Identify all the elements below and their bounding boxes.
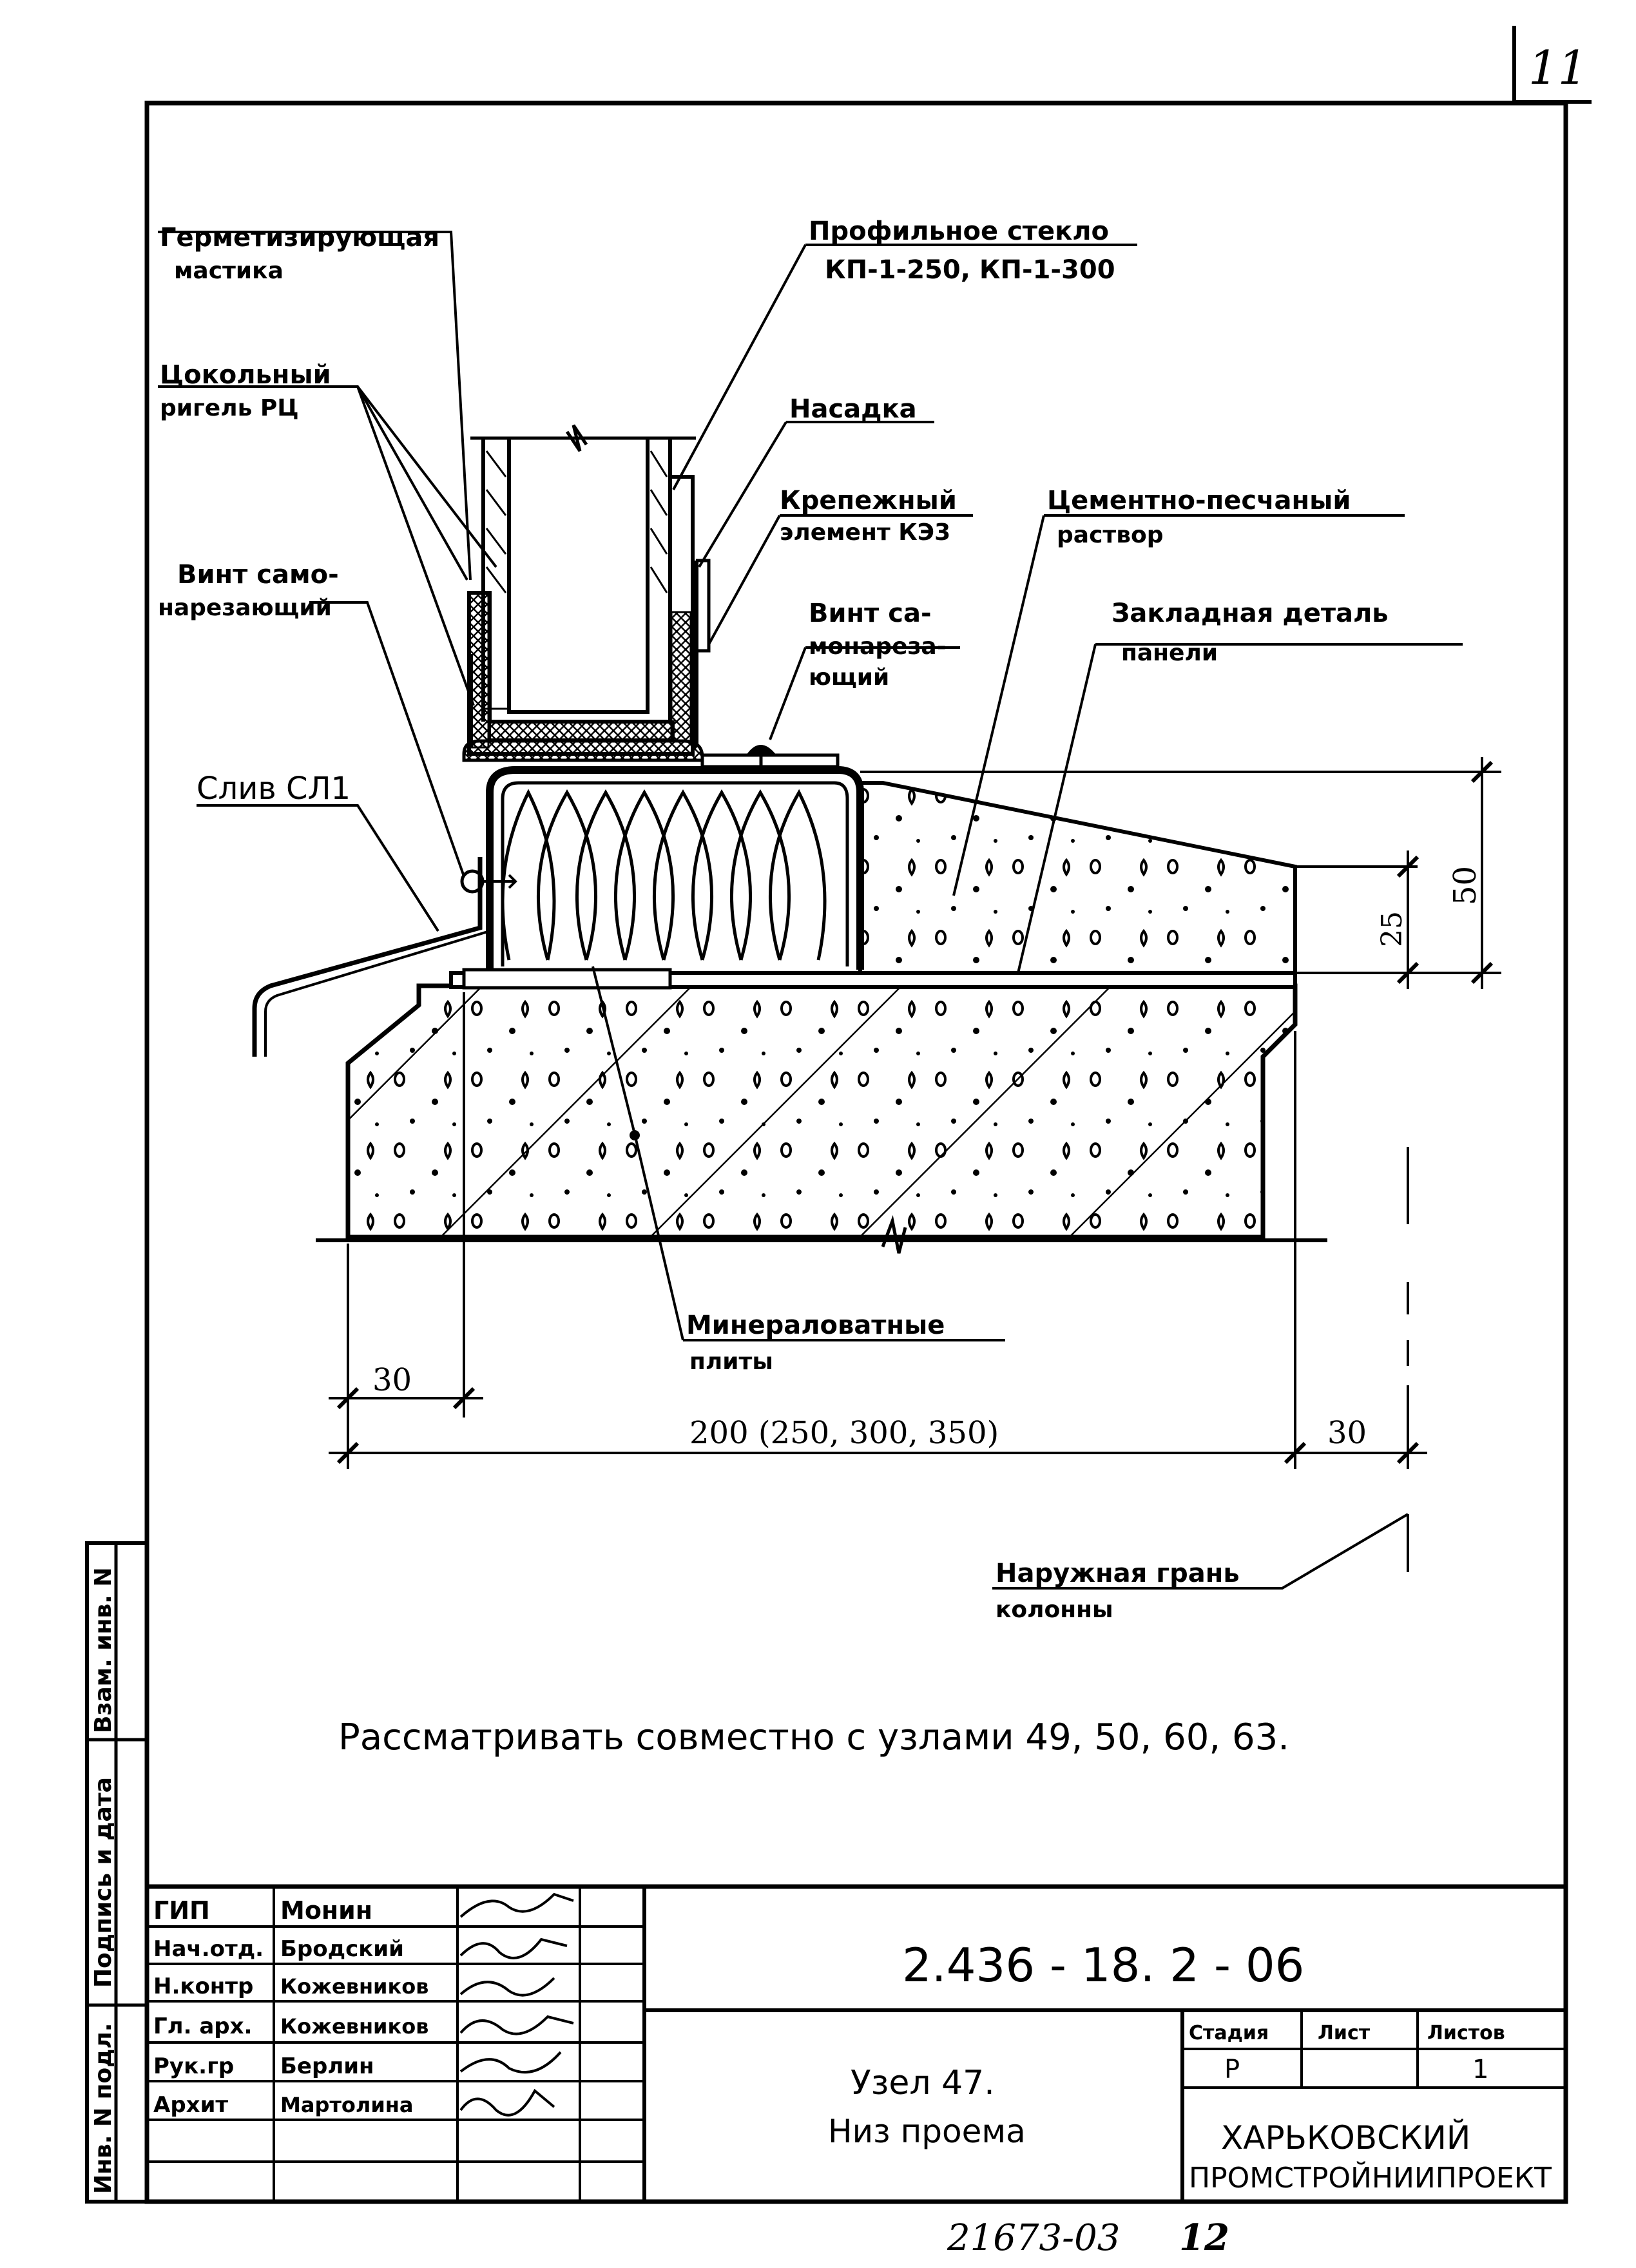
- name-2: Кожевников: [280, 1974, 428, 1999]
- role-2: Н.контр: [153, 1974, 253, 1999]
- dim-height-total: 50: [1447, 866, 1483, 905]
- stamp-inventory-original: Инв. N подл.: [90, 2023, 117, 2194]
- page-number: 11: [1528, 41, 1588, 95]
- dimension-values: 30 200 (250, 300, 350) 30 50 25: [372, 866, 1483, 1451]
- node-subtitle: Низ проема: [828, 2113, 1026, 2150]
- stamp-replaced-inventory: Взам. инв. N: [90, 1567, 117, 1733]
- dim-left-offset: 30: [372, 1362, 412, 1398]
- name-5: Мартолина: [280, 2093, 413, 2117]
- stage-header: Стадия: [1189, 2022, 1269, 2044]
- sheet-header: Лист: [1318, 2022, 1371, 2044]
- cross-reference-note: Рассматривать совместно с узлами 49, 50,…: [338, 1716, 1289, 1758]
- plinth-beam: [486, 745, 864, 970]
- role-3: Гл. арх.: [153, 2013, 252, 2039]
- signatures: [459, 1892, 574, 2117]
- dimension-ticks: [336, 760, 1494, 1465]
- dim-right-offset: 30: [1327, 1415, 1367, 1451]
- label-profile-glass-1: Профильное стекло: [809, 216, 1109, 246]
- role-0: ГИП: [153, 1896, 210, 1925]
- mineral-wool-loops: [501, 789, 827, 961]
- label-profile-glass-2: КП-1-250, КП-1-300: [825, 255, 1115, 285]
- role-5: Архит: [153, 2092, 228, 2118]
- stage-value: Р: [1224, 2055, 1240, 2084]
- title-block-text: ГИП Монин Нач.отд. Бродский Н.контр Коже…: [153, 1892, 1552, 2195]
- dimension-lines: [329, 757, 1501, 1572]
- label-drip: Слив СЛ1: [197, 771, 351, 807]
- label-fastening-1: Крепежный: [780, 486, 957, 515]
- role-1: Нач.отд.: [153, 1936, 264, 1962]
- title-block: [144, 1884, 1568, 2204]
- labels: Герметизирующая мастика Профильное стекл…: [158, 216, 1389, 1623]
- label-cement-mortar-2: раствор: [1057, 522, 1164, 548]
- sheets-value: 1: [1472, 2055, 1488, 2084]
- dim-height-partial: 25: [1376, 911, 1409, 947]
- label-outer-face-2: колонны: [996, 1597, 1113, 1623]
- label-sealing-mastic-2: мастика: [174, 258, 284, 284]
- document-code: 2.436 - 18. 2 - 06: [902, 1938, 1304, 1992]
- role-4: Рук.гр: [153, 2053, 234, 2079]
- name-3: Кожевников: [280, 2014, 428, 2039]
- label-cap: Насадка: [789, 394, 917, 424]
- page-number-box: 11: [1512, 26, 1592, 104]
- label-screw-right-1: Винт са-: [809, 599, 932, 628]
- side-stamp: Инв. N подл. Подпись и дата Взам. инв. N: [85, 1541, 149, 2204]
- name-0: Монин: [280, 1896, 372, 1925]
- glass-cap: [462, 424, 711, 762]
- label-mineral-wool-1: Минераловатные: [686, 1311, 945, 1340]
- label-plinth-beam-1: Цокольный: [160, 360, 331, 390]
- label-sealing-mastic-1: Герметизирующая: [160, 223, 439, 253]
- label-embedded-part-1: Закладная деталь: [1112, 599, 1389, 628]
- bottom-number: 21673-03: [947, 2217, 1120, 2259]
- organization-line2: ПРОМСТРОЙНИИПРОЕКТ: [1189, 2160, 1552, 2195]
- dim-width: 200 (250, 300, 350): [689, 1415, 999, 1451]
- label-screw-right-2: монареза-: [809, 633, 947, 660]
- node-title: Узел 47.: [851, 2064, 995, 2102]
- section-drawing: [158, 231, 1501, 1590]
- sheets-header: Листов: [1427, 2022, 1505, 2044]
- stamp-signature-date: Подпись и дата: [90, 1777, 117, 1988]
- label-fastening-2: элемент КЭ3: [780, 519, 950, 546]
- label-mineral-wool-2: плиты: [689, 1349, 773, 1375]
- label-screw-right-3: ющий: [809, 664, 889, 691]
- concrete-base: [345, 983, 1298, 1240]
- label-cement-mortar-1: Цементно-песчаный: [1047, 486, 1351, 515]
- name-4: Берлин: [280, 2053, 374, 2079]
- organization-line1: ХАРЬКОВСКИЙ: [1221, 2119, 1470, 2157]
- label-embedded-part-2: панели: [1121, 640, 1218, 666]
- label-screw-left-2: нарезающий: [158, 595, 332, 621]
- name-1: Бродский: [280, 1936, 404, 1962]
- bottom-number-2: 12: [1179, 2216, 1229, 2259]
- label-screw-left-1: Винт само-: [177, 560, 339, 590]
- label-plinth-beam-2: ригель РЦ: [160, 395, 299, 421]
- drip-flashing: [252, 857, 517, 1057]
- label-outer-face-1: Наружная грань: [996, 1559, 1240, 1588]
